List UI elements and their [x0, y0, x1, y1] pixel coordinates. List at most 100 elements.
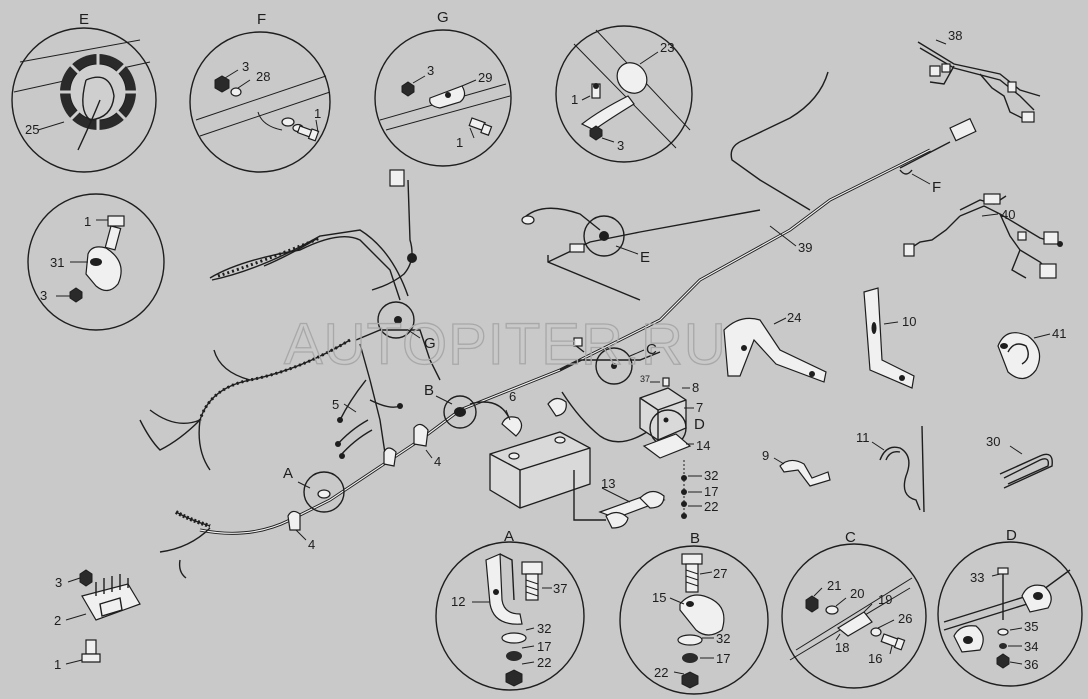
nut-icon — [214, 75, 230, 93]
label-7: 7 — [696, 400, 703, 415]
label-6: 6 — [509, 389, 516, 404]
detail-letter-d: D — [1006, 527, 1017, 544]
label-3-g: 3 — [427, 63, 434, 78]
detail-f: 3 28 1 F — [189, 11, 331, 173]
detail-clip-31: 1 31 3 — [27, 193, 165, 331]
label-27: 27 — [713, 566, 727, 581]
bolt-icon — [468, 117, 493, 136]
label-40: 40 — [1001, 207, 1015, 222]
detail-letter-b: B — [690, 530, 700, 547]
label-25: 25 — [25, 122, 39, 137]
detail-ref-f: F — [932, 179, 941, 196]
detail-b: 27 15 32 17 22 B — [619, 530, 769, 695]
detail-ref-c: C — [646, 341, 657, 358]
bracket-24 — [723, 317, 827, 383]
connector-bracket-2: 3 2 1 — [54, 569, 141, 672]
label-1-bl: 1 — [54, 657, 61, 672]
label-22-b: 22 — [654, 665, 668, 680]
label-37-a: 37 — [553, 581, 567, 596]
label-9: 9 — [762, 448, 769, 463]
label-29: 29 — [478, 70, 492, 85]
label-8: 8 — [692, 380, 699, 395]
label-15: 15 — [652, 590, 666, 605]
label-21: 21 — [827, 578, 841, 593]
label-30: 30 — [986, 434, 1000, 449]
callouts: 38 40 39 F E 24 10 41 G C 8 37 7 D 14 32… — [283, 28, 1066, 552]
spring-clip-11 — [879, 425, 925, 513]
label-35: 35 — [1024, 619, 1038, 634]
label-33: 33 — [970, 570, 984, 585]
label-1-23: 1 — [571, 92, 578, 107]
detail-letter-c: C — [845, 529, 856, 546]
label-14: 14 — [696, 438, 710, 453]
detail-ref-b: B — [424, 382, 434, 399]
bolt-icon — [521, 561, 543, 601]
detail-ref-d: D — [694, 416, 705, 433]
label-3-31: 3 — [40, 288, 47, 303]
detail-letter-f: F — [257, 11, 266, 28]
label-32-main: 32 — [704, 468, 718, 483]
harness-38 — [917, 41, 1041, 123]
label-28: 28 — [256, 69, 270, 84]
label-39: 39 — [798, 240, 812, 255]
bracket-13 — [598, 490, 666, 529]
label-10: 10 — [902, 314, 916, 329]
detail-clip-23: 23 1 3 — [555, 25, 693, 163]
bolt-icon — [296, 125, 320, 142]
label-1-31: 1 — [84, 214, 91, 229]
label-12: 12 — [451, 594, 465, 609]
detail-g: 3 29 1 G — [374, 9, 512, 167]
label-19: 19 — [878, 592, 892, 607]
label-17-b: 17 — [716, 651, 730, 666]
detail-a: 12 37 32 17 22 A — [435, 528, 585, 691]
label-4-upper: 4 — [434, 454, 441, 469]
label-3-f: 3 — [242, 59, 249, 74]
bolt-icon — [880, 633, 906, 651]
label-17-main: 17 — [704, 484, 718, 499]
label-3-23: 3 — [617, 138, 624, 153]
watermark: AUTOPITER.RU — [284, 312, 727, 377]
clip-41 — [997, 332, 1041, 380]
label-16: 16 — [868, 651, 882, 666]
label-37-small: 37 — [640, 374, 650, 384]
harness-40 — [903, 193, 1063, 279]
detail-ref-g: G — [424, 335, 436, 352]
relay-box — [639, 377, 692, 520]
bracket-9 — [779, 459, 831, 487]
label-41: 41 — [1052, 326, 1066, 341]
label-1-g: 1 — [456, 135, 463, 150]
detail-ref-a: A — [283, 465, 293, 482]
label-17-a: 17 — [537, 639, 551, 654]
bracket-10 — [863, 287, 915, 389]
label-26: 26 — [898, 611, 912, 626]
label-20: 20 — [850, 586, 864, 601]
grommet-icon — [60, 54, 138, 151]
label-24: 24 — [787, 310, 801, 325]
battery — [489, 431, 606, 521]
main-harness — [139, 71, 977, 579]
detail-ref-e: E — [640, 249, 650, 266]
detail-c: 21 20 19 18 26 16 C — [781, 529, 927, 689]
detail-d: 33 35 34 36 D — [937, 527, 1083, 687]
detail-letter-g: G — [437, 9, 449, 26]
label-18: 18 — [835, 640, 849, 655]
label-2: 2 — [54, 613, 61, 628]
u-clip-30 — [999, 453, 1053, 489]
label-13: 13 — [601, 476, 615, 491]
label-32-b: 32 — [716, 631, 730, 646]
detail-e: 25 E — [11, 11, 157, 173]
label-34: 34 — [1024, 639, 1038, 654]
label-3-bl: 3 — [55, 575, 62, 590]
label-4-lower: 4 — [308, 537, 315, 552]
label-38: 38 — [948, 28, 962, 43]
label-31: 31 — [50, 255, 64, 270]
label-36: 36 — [1024, 657, 1038, 672]
detail-letter-a: A — [504, 528, 514, 545]
label-23: 23 — [660, 40, 674, 55]
label-11: 11 — [856, 430, 870, 445]
label-5: 5 — [332, 397, 339, 412]
label-1-f: 1 — [314, 106, 321, 121]
bolt-icon — [104, 215, 125, 251]
